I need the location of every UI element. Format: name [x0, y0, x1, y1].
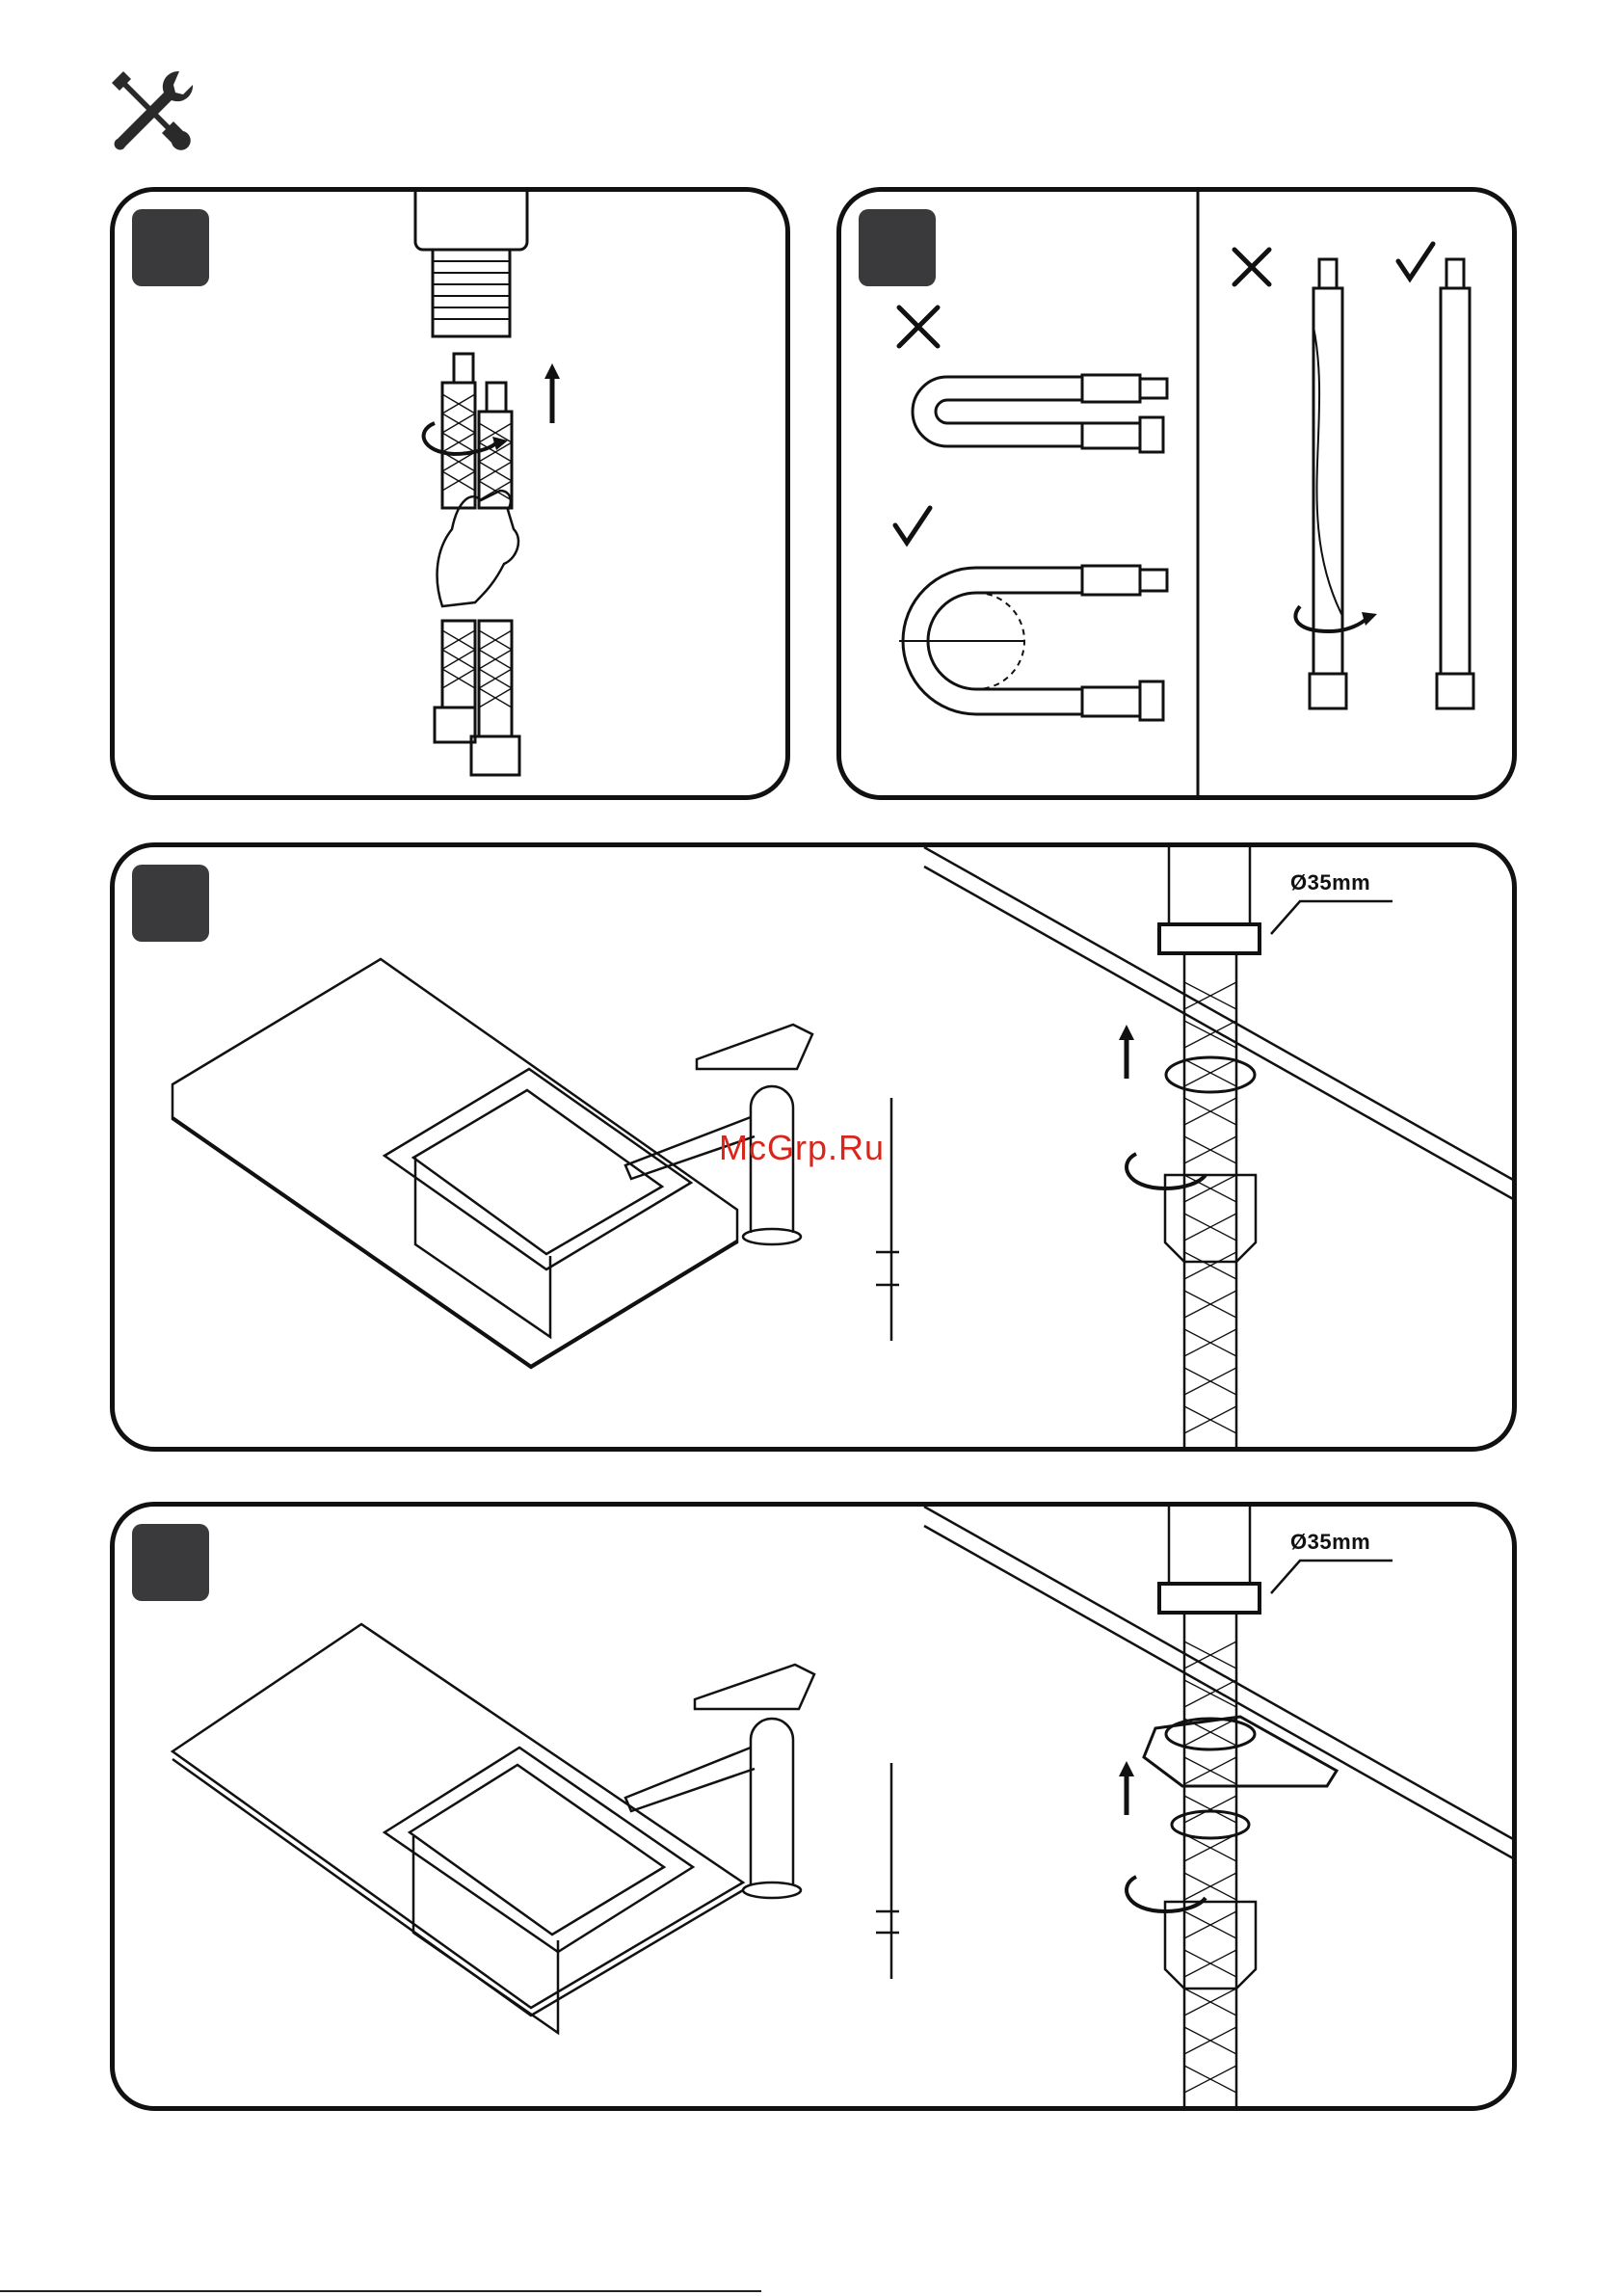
hose-bend-illustration — [841, 192, 1517, 800]
step-2-panel — [836, 187, 1517, 800]
diameter-label-3: Ø35mm — [1290, 870, 1370, 895]
tools-icon — [104, 64, 200, 160]
diameter-label-4: Ø35mm — [1290, 1530, 1370, 1555]
watermark-text: McGrp.Ru — [719, 1128, 885, 1168]
hose-install-illustration — [115, 192, 790, 800]
faucet-mount-bracket-illustration — [115, 1507, 1517, 2111]
step-4-panel: Ø35mm — [110, 1502, 1517, 2111]
step-1-panel — [110, 187, 790, 800]
footer-divider — [0, 2290, 761, 2292]
